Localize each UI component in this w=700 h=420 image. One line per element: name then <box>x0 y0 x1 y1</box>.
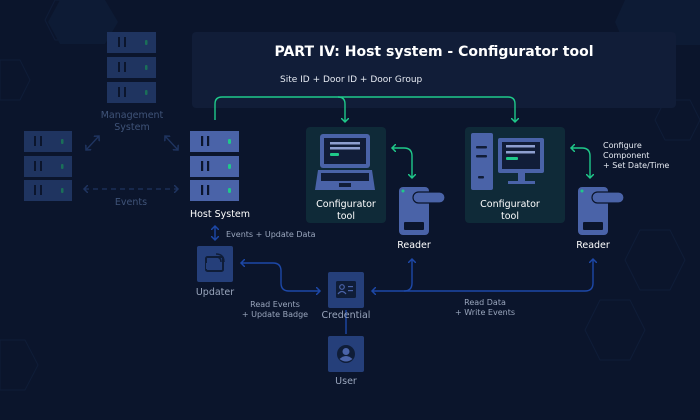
reader-left-icon <box>399 187 446 235</box>
management-label-line2: System <box>114 122 150 133</box>
hexagon-pattern <box>0 0 700 391</box>
host-server-icon <box>190 131 239 201</box>
title-panel <box>192 32 676 108</box>
updater-label: Updater <box>195 287 235 298</box>
configurator-laptop-label-line2: tool <box>337 211 355 222</box>
configure-label-line1: Configure <box>603 141 642 150</box>
updater-rfid-icon <box>197 246 233 282</box>
credential-label: Credential <box>321 310 371 321</box>
reader-left-label: Reader <box>397 240 431 251</box>
hexagon-highlight <box>48 0 118 44</box>
configurator-laptop-label-line1: Configurator <box>316 199 376 210</box>
configure-label-line2: Component <box>603 151 650 160</box>
page-title: PART IV: Host system - Configurator tool <box>274 44 594 60</box>
read-events-label-line1: Read Events <box>250 300 300 309</box>
updater-credential-flow <box>241 263 320 291</box>
credential-readers-flow <box>372 259 593 291</box>
reader-right-icon <box>578 187 625 235</box>
host-system-label: Host System <box>189 209 251 220</box>
remote-server-icon <box>24 131 72 201</box>
site-door-flow <box>214 96 515 122</box>
configurator-desktop-label-line1: Configurator <box>480 199 540 210</box>
reader-right-label: Reader <box>576 240 610 251</box>
read-events-label-line2: + Update Badge <box>241 310 309 319</box>
user-label: User <box>335 376 357 387</box>
laptop-icon <box>315 134 375 190</box>
desktop-reader-flow <box>571 148 590 178</box>
laptop-reader-flow <box>392 148 412 178</box>
events-label: Events <box>114 197 148 208</box>
events-update-label: Events + Update Data <box>226 230 316 239</box>
user-icon <box>328 336 364 372</box>
read-data-label-line1: Read Data <box>464 298 506 307</box>
credential-icon <box>328 272 364 308</box>
site-door-flow-branch <box>337 96 345 122</box>
management-label-line1: Management <box>100 110 164 121</box>
credential-reader-left-flow <box>403 259 412 292</box>
read-data-label-line2: + Write Events <box>455 308 515 317</box>
mgmt-host-flow <box>165 136 178 150</box>
site-door-label: Site ID + Door ID + Door Group <box>280 75 423 85</box>
mgmt-left-flow <box>86 136 99 150</box>
configure-label-line3: + Set Date/Time <box>603 161 670 170</box>
desktop-icon <box>471 133 544 190</box>
configurator-desktop-label-line2: tool <box>501 211 519 222</box>
management-server-icon <box>107 32 156 103</box>
